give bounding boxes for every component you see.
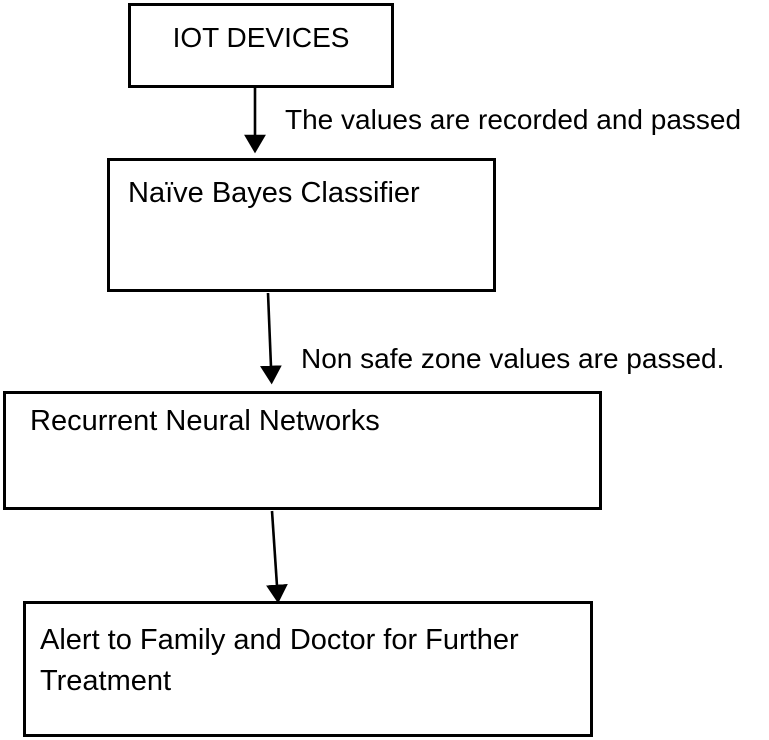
edge-label-non-safe-zone: Non safe zone values are passed. <box>301 343 725 374</box>
flow-node-naive-bayes-classifier: Naïve Bayes Classifier <box>107 158 496 292</box>
edge-label-values-recorded: The values are recorded and passed <box>285 104 742 135</box>
arrow-down-icon-3 <box>266 510 288 604</box>
arrow-down-icon-2 <box>260 292 282 385</box>
flow-node-alert-family-doctor: Alert to Family and Doctor for Further T… <box>23 601 593 737</box>
node-label-line-1: Alert to Family and Doctor for Further <box>40 624 519 656</box>
node-label: IOT DEVICES <box>172 22 350 53</box>
node-label: Recurrent Neural Networks <box>30 405 380 437</box>
node-label: Naïve Bayes Classifier <box>128 177 420 209</box>
flow-node-recurrent-neural-networks: Recurrent Neural Networks <box>3 391 602 510</box>
node-label-line-2: Treatment <box>40 665 172 697</box>
flow-node-iot-devices: IOT DEVICES <box>128 3 394 88</box>
